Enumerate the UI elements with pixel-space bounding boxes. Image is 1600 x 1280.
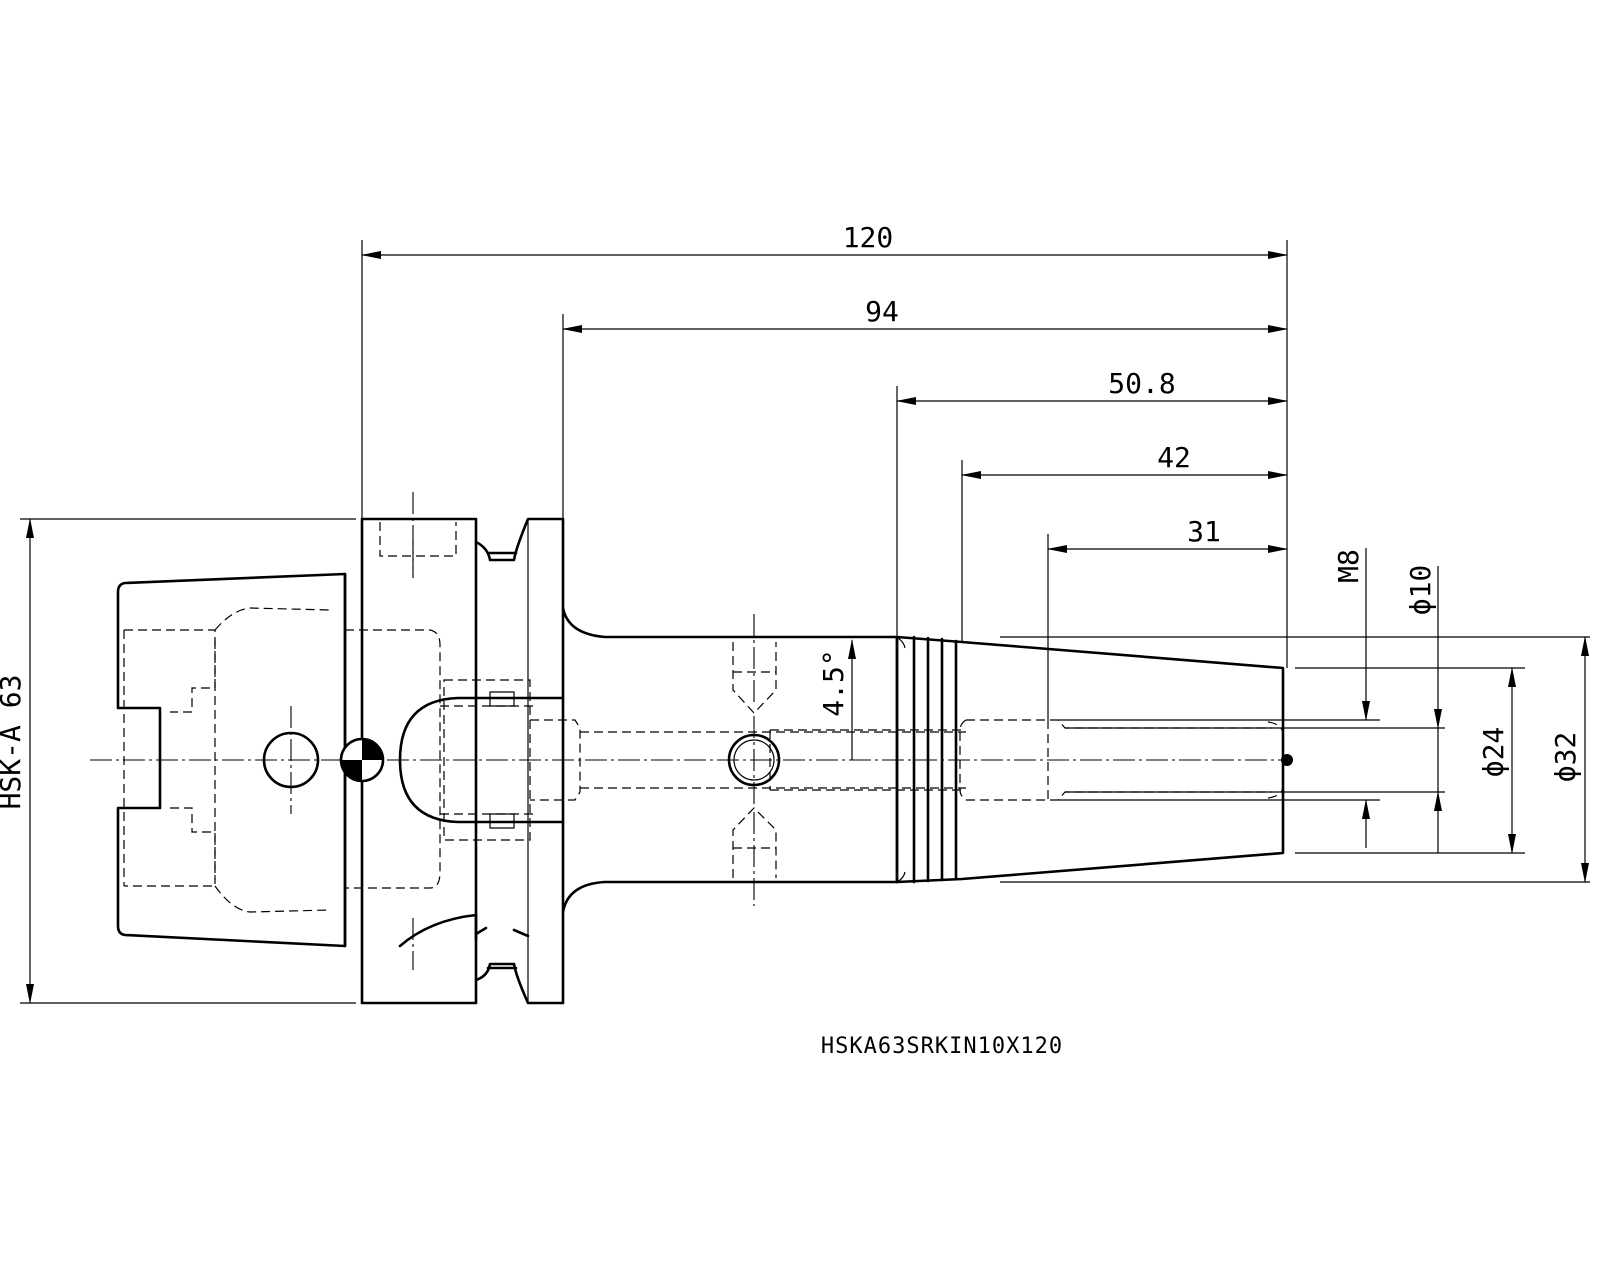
dim-nose-dia-small: ϕ24	[1477, 727, 1510, 778]
dimension-lines	[26, 251, 1589, 1004]
nose-taper	[895, 635, 1293, 884]
hsk-shank	[116, 572, 441, 948]
dim-taper-angle: 4.5°	[817, 649, 850, 716]
dim-interface: HSK-A 63	[0, 675, 27, 810]
dim-nut-length: 42	[1157, 441, 1191, 474]
dim-overall-length: 120	[843, 221, 894, 254]
center-lines	[90, 492, 1290, 970]
flange	[360, 517, 565, 1005]
dim-taper-length: 50.8	[1108, 367, 1175, 400]
dim-bore-depth: 31	[1187, 515, 1221, 548]
dimension-labels: 120 94 50.8 42 31 HSK-A 63 ϕ32 ϕ24 ϕ10 M…	[0, 221, 1582, 809]
balance-mark	[339, 737, 385, 783]
pull-stud	[398, 696, 581, 824]
extension-lines	[20, 240, 1590, 1004]
part-code: HSKA63SRKIN10X120	[821, 1034, 1063, 1059]
dim-flange-to-tip: 94	[865, 295, 899, 328]
dim-thread: M8	[1332, 549, 1365, 583]
dim-bore-dia: ϕ10	[1404, 565, 1437, 616]
dim-nose-dia-large: ϕ32	[1549, 732, 1582, 783]
